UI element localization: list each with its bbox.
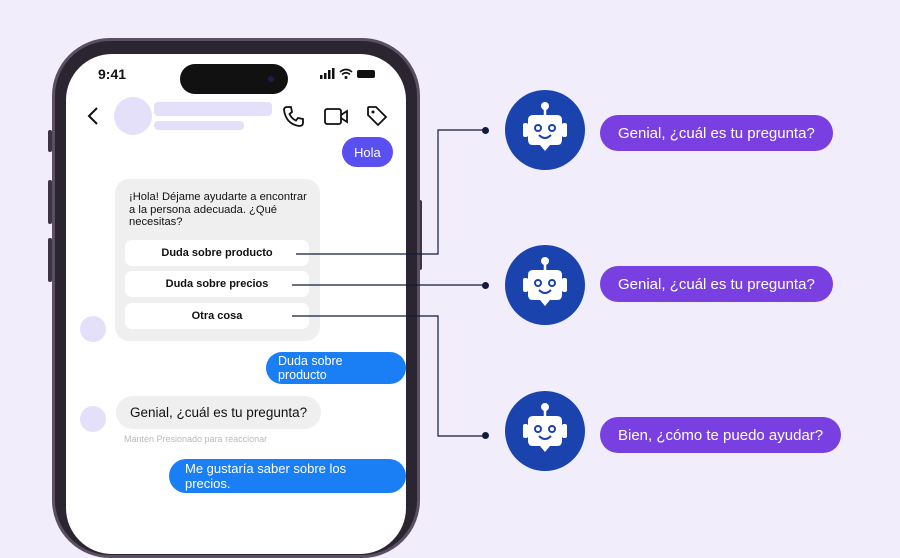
message-precios: Me gustaría saber sobre los precios. bbox=[169, 459, 406, 493]
robot-icon bbox=[505, 245, 585, 325]
option-otra-cosa[interactable]: Otra cosa bbox=[125, 303, 309, 329]
bot-avatar bbox=[80, 316, 106, 342]
back-icon[interactable] bbox=[86, 106, 100, 126]
reply-pill: Bien, ¿cómo te puedo ayudar? bbox=[600, 417, 842, 453]
robot-icon bbox=[505, 90, 585, 170]
phone-power-button bbox=[418, 200, 422, 270]
reply-pill: Genial, ¿cuál es tu pregunta? bbox=[600, 115, 833, 151]
message-duda-producto: Duda sobre producto bbox=[266, 352, 406, 384]
status-time: 9:41 bbox=[98, 66, 127, 82]
phone-screen: 9:41 Hola ¡Hola! Déjame ayudarte a encon… bbox=[66, 54, 406, 554]
phone-side-button bbox=[48, 130, 52, 152]
connector-dot bbox=[482, 432, 489, 439]
phone-call-icon[interactable] bbox=[282, 105, 304, 127]
contact-name-placeholder bbox=[154, 102, 272, 116]
phone-volume-up bbox=[48, 180, 52, 224]
message-genial: Genial, ¿cuál es tu pregunta? bbox=[116, 396, 322, 429]
video-call-icon[interactable] bbox=[324, 107, 350, 127]
tag-icon[interactable] bbox=[366, 105, 388, 127]
dynamic-island bbox=[180, 64, 288, 94]
bot-greeting-text: ¡Hola! Déjame ayudarte a encontrar a la … bbox=[129, 191, 307, 228]
reply-pill: Genial, ¿cuál es tu pregunta? bbox=[600, 266, 833, 302]
phone-volume-down bbox=[48, 238, 52, 282]
connector-dot bbox=[482, 282, 489, 289]
option-duda-producto[interactable]: Duda sobre producto bbox=[125, 240, 309, 266]
option-duda-precios[interactable]: Duda sobre precios bbox=[125, 271, 309, 297]
robot-icon bbox=[505, 391, 585, 471]
status-icons bbox=[320, 68, 375, 79]
contact-avatar bbox=[114, 97, 152, 135]
reaction-hint: Mantén Presionado para reaccionar bbox=[124, 434, 268, 444]
message-hola: Hola bbox=[342, 137, 393, 167]
contact-status-placeholder bbox=[154, 121, 244, 130]
connector-lines bbox=[292, 129, 485, 437]
bot-options-card: ¡Hola! Déjame ayudarte a encontrar a la … bbox=[115, 179, 320, 341]
connector-dot bbox=[482, 127, 489, 134]
bot-avatar bbox=[80, 406, 106, 432]
